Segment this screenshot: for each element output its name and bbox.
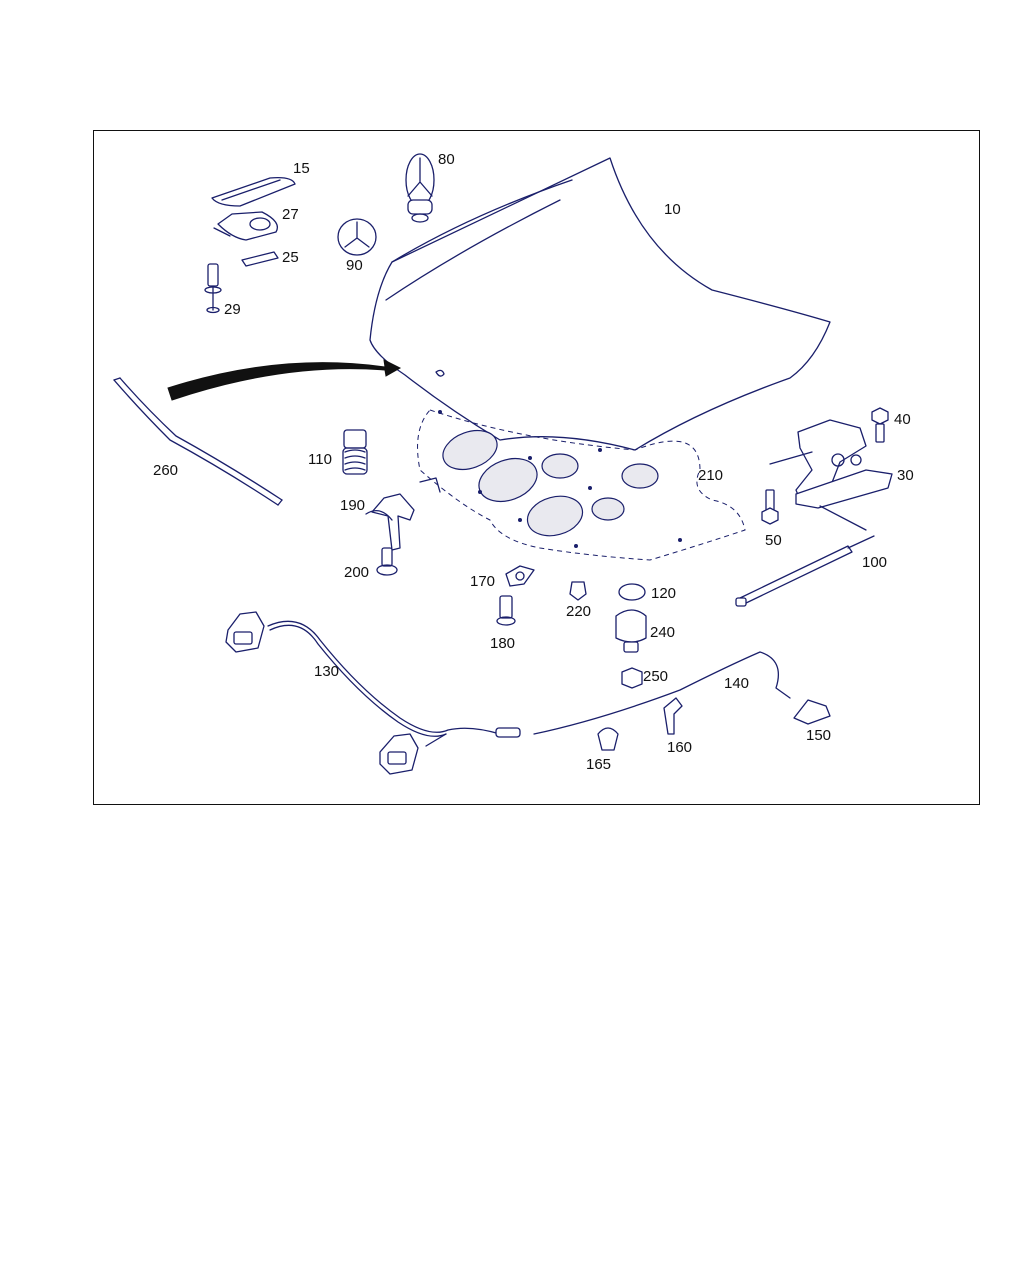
- callout-200: 200: [344, 564, 369, 581]
- callout-120: 120: [651, 585, 676, 602]
- callout-80: 80: [438, 151, 455, 168]
- part-180: [496, 595, 516, 626]
- part-29: [204, 263, 222, 314]
- part-130-connector: [495, 727, 521, 738]
- callout-40: 40: [894, 411, 911, 428]
- callout-110: 110: [308, 451, 332, 468]
- part-170: [505, 565, 535, 587]
- callout-140: 140: [724, 675, 749, 692]
- callout-160: 160: [667, 739, 692, 756]
- part-220: [569, 581, 587, 601]
- part-hinge: [769, 419, 893, 509]
- part-120: [618, 583, 646, 601]
- callout-29: 29: [224, 301, 241, 318]
- part-15: [211, 176, 296, 207]
- callout-240: 240: [650, 624, 675, 641]
- part-gas-strut: [735, 505, 875, 607]
- part-150: [793, 699, 831, 725]
- direction-arrow: [167, 359, 402, 401]
- part-130-release-handle-top: [225, 611, 265, 653]
- callout-210: 210: [698, 467, 723, 484]
- callout-190: 190: [340, 497, 365, 514]
- callout-100: 100: [862, 554, 887, 571]
- part-40: [871, 407, 889, 443]
- part-110: [342, 429, 368, 475]
- part-250: [621, 667, 643, 689]
- callout-150: 150: [806, 727, 831, 744]
- diagram-frame: [93, 130, 980, 805]
- part-hood: [369, 157, 831, 451]
- callout-250: 250: [643, 668, 668, 685]
- part-200: [376, 547, 398, 576]
- callout-220: 220: [566, 603, 591, 620]
- callout-27: 27: [282, 206, 299, 223]
- part-130-release-handle-bottom: [379, 733, 419, 775]
- part-50: [761, 489, 779, 525]
- callout-170: 170: [470, 573, 495, 590]
- part-240: [615, 609, 647, 653]
- part-25: [241, 251, 279, 267]
- callout-90: 90: [346, 257, 363, 274]
- part-badge: [337, 218, 377, 256]
- callout-260: 260: [153, 462, 178, 479]
- part-cable-140: [533, 651, 791, 735]
- callout-30: 30: [897, 467, 914, 484]
- part-160: [663, 697, 683, 735]
- callout-130: 130: [314, 663, 339, 680]
- part-seal-strip: [113, 377, 283, 506]
- part-insulation-mat: [417, 409, 746, 561]
- part-190: [365, 493, 415, 551]
- callout-180: 180: [490, 635, 515, 652]
- callout-50: 50: [765, 532, 782, 549]
- part-star-emblem: [405, 153, 435, 223]
- callout-25: 25: [282, 249, 299, 266]
- callout-165: 165: [586, 756, 611, 773]
- callout-10: 10: [664, 201, 681, 218]
- part-165: [597, 727, 619, 751]
- part-cable-130: [267, 620, 501, 747]
- callout-15: 15: [293, 160, 310, 177]
- part-27: [213, 211, 279, 241]
